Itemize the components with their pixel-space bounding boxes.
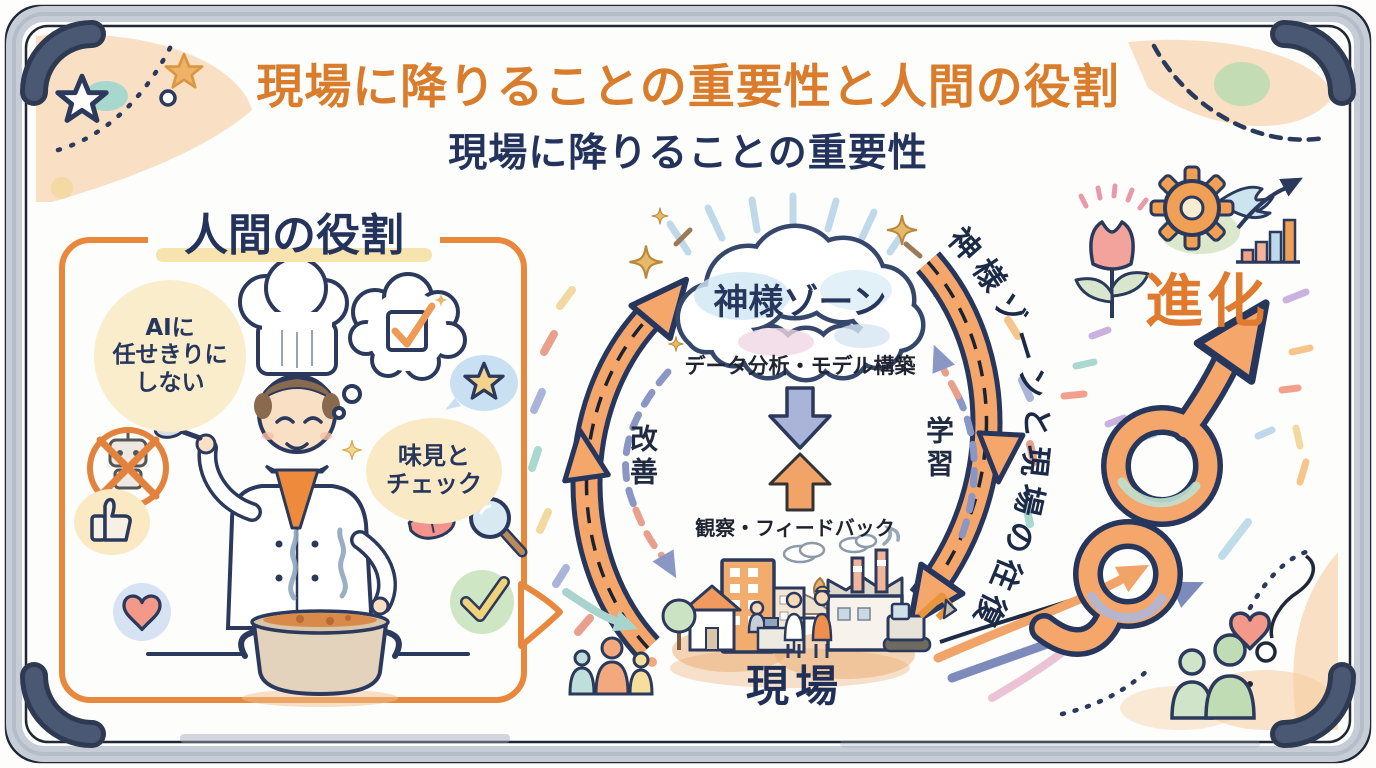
town-illustration (661, 525, 958, 688)
thumbs-up-icon (74, 489, 150, 555)
star-outline-icon (55, 73, 109, 123)
check-bubble-icon (450, 570, 514, 634)
subtitle: 現場に降りることの重要性 (448, 131, 928, 176)
god-zone-label: 神様ゾーン (713, 283, 887, 323)
flower-icon (1074, 183, 1150, 318)
teal-arrow-icon (562, 588, 639, 632)
evolution-confetti (1060, 288, 1314, 560)
thought-check-icon (332, 272, 467, 420)
learning-arc-arrow (907, 251, 1026, 628)
improvement-label: 改善 (626, 424, 659, 490)
steaming-pot-icon (238, 609, 402, 697)
speech-tail (518, 581, 563, 649)
whiteboard-frame (4, 4, 1372, 764)
tasting-bubble: 味見と チェック (366, 418, 502, 524)
god-zone-cloud (675, 223, 926, 383)
up-arrow (768, 452, 832, 512)
field-label: 現場 (746, 662, 844, 712)
field-caption: 観察・フィードバック (695, 516, 895, 540)
growth-chart-icon (1236, 177, 1303, 264)
evolution-label: 進化 (1144, 267, 1269, 335)
cloud-rays (666, 192, 923, 259)
spiral-arrow (1029, 299, 1270, 657)
people-pair-icon (1170, 633, 1256, 720)
god-zone-caption: データ分析・モデル構築 (684, 354, 916, 378)
heading-highlight (156, 248, 432, 262)
ai-bubble: AIに 任せきりに しない (94, 280, 246, 432)
star-bubble-icon (445, 355, 518, 411)
robot-crossed-icon (87, 427, 169, 509)
main-title: 現場に降りることの重要性と人間の役割 (256, 60, 1120, 115)
winged-gear-icon (1149, 165, 1275, 254)
heart-icon (1229, 611, 1271, 651)
people-trio-icon (568, 636, 654, 696)
cloud-small (782, 533, 878, 564)
chef-scarf (274, 468, 320, 530)
star-filled-icon (164, 52, 204, 89)
heart-bubble-icon (113, 583, 171, 641)
excavator-icon (882, 592, 958, 653)
down-arrow (768, 386, 832, 450)
steam-icon (288, 529, 299, 601)
human-role-heading: 人間の役割 (148, 210, 440, 262)
learning-label: 学習 (922, 416, 955, 482)
people-at-site (747, 585, 833, 658)
arc-color-dashes (528, 286, 1038, 667)
corner-doodles (55, 41, 1327, 717)
chef-hat-icon (238, 256, 349, 376)
improvement-arc-arrow (562, 276, 690, 659)
